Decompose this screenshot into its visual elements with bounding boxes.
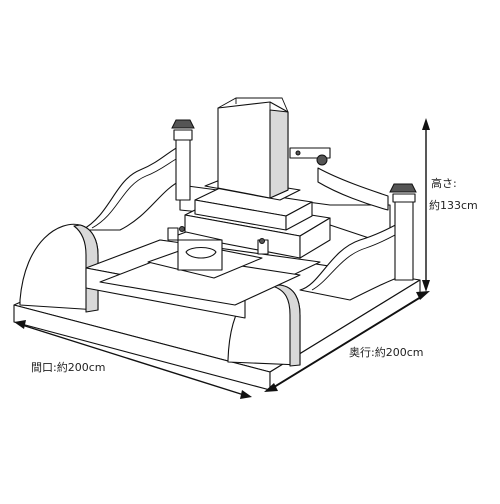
height-label: 高さ: — [431, 177, 457, 190]
left-rail — [81, 119, 195, 231]
width-label: 間口:約200cm — [31, 361, 106, 374]
height-value: 約133cm — [429, 199, 478, 212]
offering-stand — [147, 226, 269, 279]
right-front-post — [227, 284, 301, 367]
monument-stone — [217, 97, 289, 199]
pedestal — [184, 177, 331, 259]
right-rail — [299, 183, 417, 301]
height-arrow — [422, 118, 430, 292]
width-arrow — [14, 320, 252, 399]
depth-arrow — [264, 291, 430, 392]
depth-label: 奥行:約200cm — [349, 346, 424, 359]
right-fixtures — [289, 147, 331, 166]
